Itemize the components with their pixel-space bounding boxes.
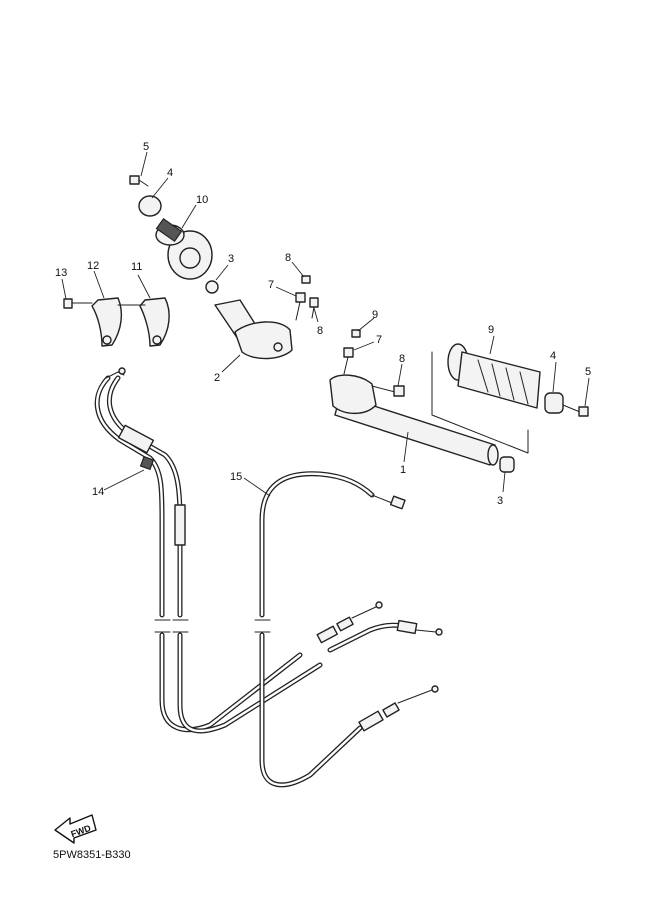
part-code: 5PW8351-B330 xyxy=(53,849,131,861)
callout-10: 10 xyxy=(196,194,208,206)
cable-15 xyxy=(154,471,439,788)
grip-9 xyxy=(447,343,541,409)
callout-3-right: 3 xyxy=(497,495,503,507)
clamp-11 xyxy=(139,297,170,347)
callout-12: 12 xyxy=(87,260,99,272)
callout-5-top: 5 xyxy=(143,141,149,153)
collar-3-right xyxy=(499,456,515,473)
handlebar-1 xyxy=(329,374,499,466)
callout-1: 1 xyxy=(400,464,406,476)
fwd-arrow-icon: FWD xyxy=(54,814,97,844)
callout-4-right: 4 xyxy=(550,350,556,362)
callout-7-right: 8 xyxy=(399,353,405,365)
screw-5-top xyxy=(129,175,149,187)
callout-2: 2 xyxy=(214,372,220,384)
callout-7-left: 8 xyxy=(317,325,323,337)
throttle-housing-2 xyxy=(205,280,293,360)
callout-8-left: 8 xyxy=(285,252,291,264)
screw-5-right xyxy=(562,404,589,417)
callout-6-right: 7 xyxy=(376,334,382,346)
callout-4-top: 4 xyxy=(167,167,173,179)
fasteners-group-b xyxy=(343,329,361,375)
callout-9: 9 xyxy=(488,324,494,336)
callout-14: 14 xyxy=(92,486,104,498)
bracket-outline xyxy=(431,351,529,454)
callouts: 5 4 10 3 8 7 8 2 11 12 13 9 7 8 9 4 5 1 xyxy=(55,141,591,507)
throttle-grip-10 xyxy=(155,217,213,280)
throttle-cables xyxy=(94,367,443,734)
callout-11: 11 xyxy=(131,261,142,273)
clamp-12 xyxy=(91,297,146,347)
callout-6-left: 7 xyxy=(268,279,274,291)
callout-15: 15 xyxy=(230,471,242,483)
bolt-13 xyxy=(63,298,93,309)
fasteners-group-a xyxy=(295,275,319,321)
callout-5-right: 5 xyxy=(585,366,591,378)
callout-13: 13 xyxy=(55,267,67,279)
callout-3-left: 3 xyxy=(228,253,234,265)
weight-4-top xyxy=(138,195,162,217)
weight-4-right xyxy=(544,392,564,414)
callout-8-right: 9 xyxy=(372,309,378,321)
